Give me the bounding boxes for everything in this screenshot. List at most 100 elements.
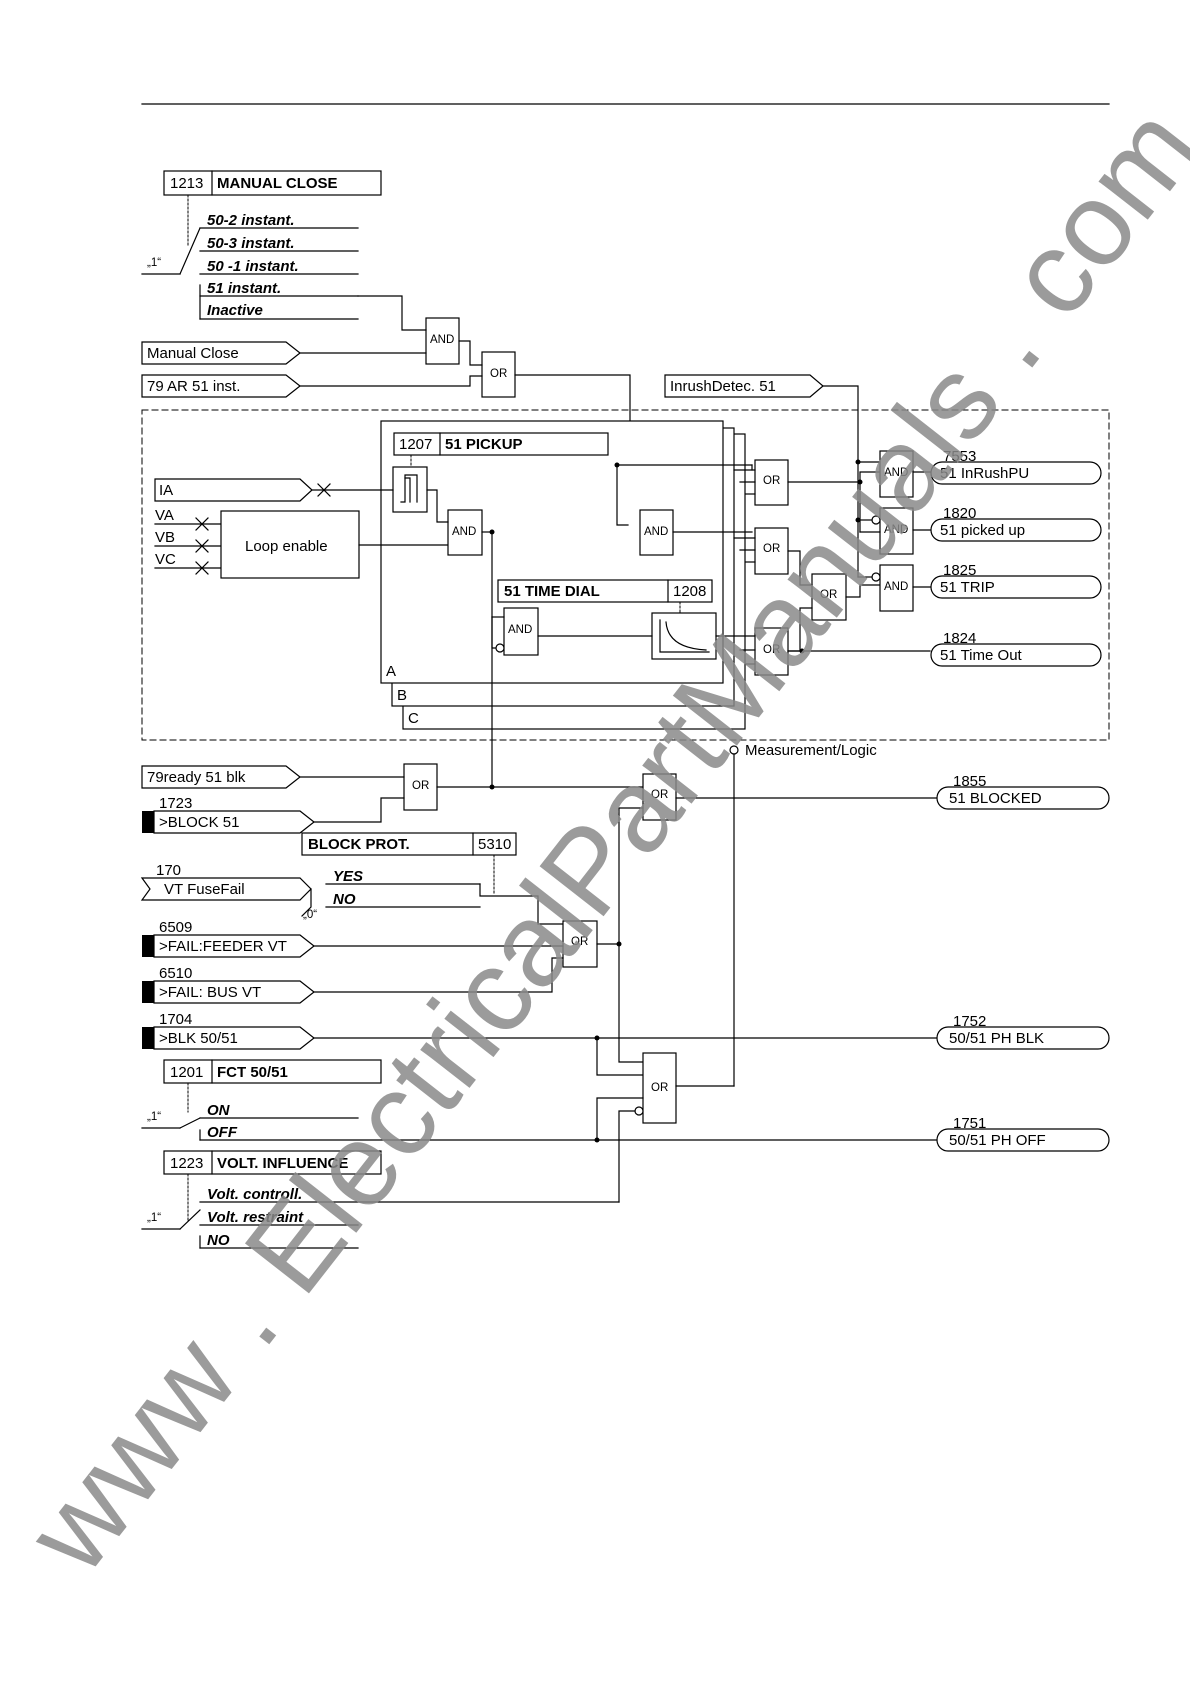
volt-influence-title: VOLT. INFLUENCE xyxy=(217,1155,348,1172)
svg-text:51 BLOCKED: 51 BLOCKED xyxy=(949,790,1042,807)
svg-text:OR: OR xyxy=(490,368,507,380)
svg-text:IA: IA xyxy=(159,482,173,499)
block-summary-or-gate: OR xyxy=(642,1052,677,1124)
svg-text:OR: OR xyxy=(571,936,588,948)
trip-and-gate: AND xyxy=(879,564,914,612)
trip-or-gate-2: OR xyxy=(811,573,847,621)
output-time-out: 1824 51 Time Out xyxy=(930,630,1102,667)
watermark: www . ElectricalPartManuals . com xyxy=(1,83,1190,1596)
manual-close-address: 1213 xyxy=(170,175,203,192)
inverse-time-curve-block xyxy=(651,612,717,660)
svg-text:AND: AND xyxy=(452,526,476,538)
svg-text:1752: 1752 xyxy=(953,1013,986,1030)
volt-influence-setting: 1223 VOLT. INFLUENCE „1“ Volt. controll.… xyxy=(141,1150,620,1249)
output-picked-up: 1820 51 picked up xyxy=(930,505,1102,542)
loop-enable-block: Loop enable xyxy=(220,510,360,579)
svg-text:1825: 1825 xyxy=(943,562,976,579)
time-dial-setting: 51 TIME DIAL 1208 xyxy=(497,579,713,603)
volt-influence-address: 1223 xyxy=(170,1155,203,1172)
svg-text:79 AR 51 inst.: 79 AR 51 inst. xyxy=(147,378,240,395)
time-delay-and-gate: AND xyxy=(503,607,539,656)
inrush-and-gate: AND xyxy=(879,450,914,498)
block-prot-setting: BLOCK PROT. 5310 xyxy=(301,832,517,856)
block-prot-option-no: NO xyxy=(333,891,356,908)
inrush-detect-input: InrushDetec. 51 xyxy=(664,374,824,398)
ready-51-blk-input: 79ready 51 blk xyxy=(141,765,301,789)
pickup-title: 51 PICKUP xyxy=(445,436,523,453)
manual-close-option-1: 50-2 instant. xyxy=(207,212,295,229)
inrush-wire xyxy=(822,385,881,463)
svg-text:InrushDetec. 51: InrushDetec. 51 xyxy=(670,378,776,395)
svg-text:1855: 1855 xyxy=(953,773,986,790)
voltage-inputs: VA VB VC xyxy=(154,507,222,575)
output-trip: 1825 51 TRIP xyxy=(930,562,1102,599)
svg-text:>FAIL: BUS VT: >FAIL: BUS VT xyxy=(159,984,261,1001)
fct-default: „1“ xyxy=(147,1111,161,1123)
fail-bus-vt-input: 6510 >FAIL: BUS VT xyxy=(142,965,315,1004)
svg-text:OR: OR xyxy=(651,1082,668,1094)
svg-text:B: B xyxy=(397,687,407,704)
pickup-and-gate: AND xyxy=(447,509,483,556)
manual-close-title: MANUAL CLOSE xyxy=(217,175,338,192)
svg-text:51 InRushPU: 51 InRushPU xyxy=(940,465,1029,482)
manual-close-default: „1“ xyxy=(147,257,161,269)
pickup-setting: 1207 51 PICKUP xyxy=(393,432,609,456)
svg-text:7553: 7553 xyxy=(943,448,976,465)
svg-text:C: C xyxy=(408,710,419,727)
manual-close-setting: 1213 MANUAL CLOSE „1“ 50-2 instant. 50-3… xyxy=(141,170,382,320)
svg-text:1820: 1820 xyxy=(943,505,976,522)
manual-close-or-gate: OR xyxy=(481,351,516,398)
svg-text:VA: VA xyxy=(155,507,174,524)
svg-text:OR: OR xyxy=(412,780,429,792)
blocked-wires xyxy=(618,797,939,945)
svg-text:OR: OR xyxy=(651,789,668,801)
block-prot-title: BLOCK PROT. xyxy=(308,836,410,853)
svg-text:OR: OR xyxy=(763,475,780,487)
fail-feeder-vt-input: 6509 >FAIL:FEEDER VT xyxy=(142,919,315,958)
ia-wire xyxy=(311,483,394,497)
fct-setting: 1201 FCT 50/51 „1“ ON OFF xyxy=(141,1059,939,1141)
time-dial-address: 1208 xyxy=(673,583,706,600)
pickup-threshold-block xyxy=(392,466,428,513)
svg-text:Manual Close: Manual Close xyxy=(147,345,239,362)
output-inrush-pu: 7553 51 InRushPU xyxy=(930,448,1102,485)
output-ph-blk: 1752 50/51 PH BLK xyxy=(936,1013,1110,1050)
vt-fail-or-gate: OR xyxy=(562,920,598,968)
output-blocked: 1855 51 BLOCKED xyxy=(936,773,1110,810)
svg-text:VB: VB xyxy=(155,529,175,546)
block-wires xyxy=(299,776,644,823)
svg-text:OR: OR xyxy=(820,589,837,601)
picked-up-and-gate: AND xyxy=(879,507,914,555)
blocked-or-gate: OR xyxy=(642,773,677,821)
svg-text:AND: AND xyxy=(884,524,908,536)
fct-option-on: ON xyxy=(207,1102,231,1119)
svg-text:50/51 PH OFF: 50/51 PH OFF xyxy=(949,1132,1046,1149)
ready-or-gate: OR xyxy=(403,763,438,811)
fct-title: FCT 50/51 xyxy=(217,1064,288,1081)
ar-51-inst-input: 79 AR 51 inst. xyxy=(141,374,301,398)
block-prot-switch: YES NO „0“ xyxy=(301,868,564,925)
svg-text:AND: AND xyxy=(508,624,532,636)
blk-50-51-input: 1704 >BLK 50/51 xyxy=(142,1011,315,1050)
block-51-input: 1723 >BLOCK 51 xyxy=(142,795,315,834)
block-prot-address: 5310 xyxy=(478,836,511,853)
fct-address: 1201 xyxy=(170,1064,203,1081)
volt-influence-default: „1“ xyxy=(147,1212,161,1224)
svg-text:AND: AND xyxy=(644,526,668,538)
volt-influence-option-2: Volt. restraint xyxy=(207,1209,304,1226)
svg-text:VT FuseFail: VT FuseFail xyxy=(164,881,245,898)
svg-text:A: A xyxy=(386,663,396,680)
pickup-address: 1207 xyxy=(399,436,432,453)
svg-text:>FAIL:FEEDER VT: >FAIL:FEEDER VT xyxy=(159,938,287,955)
time-dial-title: 51 TIME DIAL xyxy=(504,583,600,600)
svg-text:51 picked up: 51 picked up xyxy=(940,522,1025,539)
manual-close-input: Manual Close xyxy=(141,341,301,365)
svg-text:AND: AND xyxy=(884,581,908,593)
svg-text:>BLOCK 51: >BLOCK 51 xyxy=(159,814,239,831)
fct-option-off: OFF xyxy=(207,1124,238,1141)
block-prot-option-yes: YES xyxy=(333,868,363,885)
svg-text:51 Time Out: 51 Time Out xyxy=(940,647,1023,664)
svg-text:1704: 1704 xyxy=(159,1011,192,1028)
svg-text:Measurement/Logic: Measurement/Logic xyxy=(745,742,877,759)
pickup-or-gate: OR xyxy=(754,459,789,506)
